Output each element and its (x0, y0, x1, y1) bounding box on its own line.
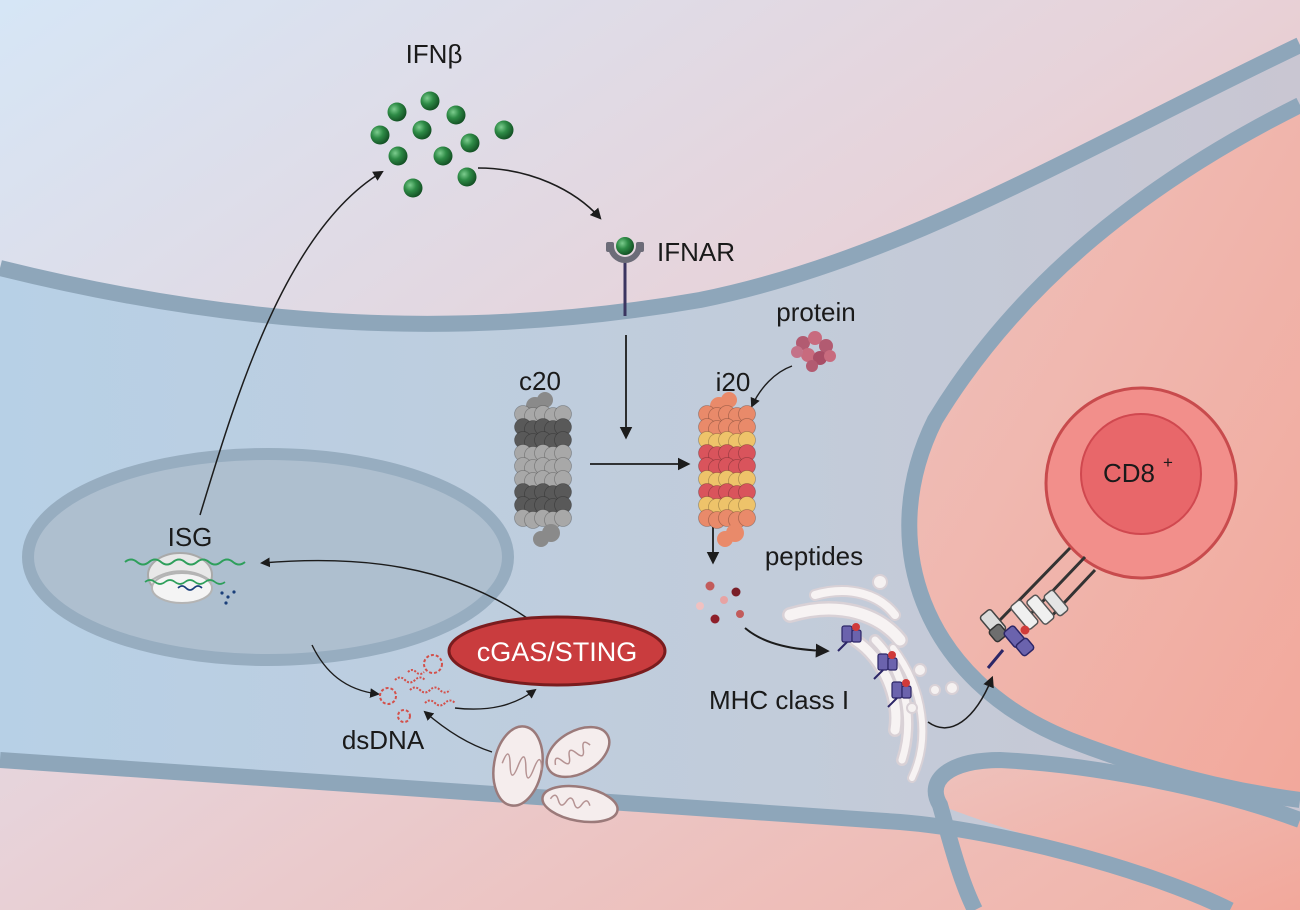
arrow-dsdna-to-sting (454, 688, 537, 710)
plasma-membrane-top (0, 37, 1300, 332)
cd8-superscript: + (1163, 453, 1173, 472)
peptide-dots (696, 581, 744, 624)
mitochondria-icon (492, 725, 619, 824)
i20-label: i20 (716, 367, 751, 397)
dsdna-label: dsDNA (342, 725, 425, 755)
arrow-mhc-to-surface (927, 675, 994, 729)
plasma-membrane-neighbour (927, 751, 1300, 914)
plasma-membrane-bottom (0, 752, 1234, 915)
ifnb-ball-icon (460, 133, 480, 153)
ifnb-ball-icon (446, 105, 466, 125)
arrow-protein-to-i20 (750, 365, 793, 408)
protein-label: protein (776, 297, 856, 327)
proteasome-c20-icon (514, 392, 572, 547)
mhc-class-i-label: MHC class I (709, 685, 849, 715)
cd8-t-cell: CD8 + (1044, 386, 1238, 580)
ifnar-receptor-icon (606, 237, 644, 316)
nucleus (22, 448, 514, 666)
plasma-membrane-right (901, 97, 1300, 808)
c20-label: c20 (519, 366, 561, 396)
mhc-class-i-molecules (837, 623, 912, 708)
ifnb-ball-icon (388, 146, 408, 166)
ifnar-label: IFNAR (657, 237, 735, 267)
ifnb-label: IFNβ (406, 39, 463, 69)
ifnb-ball-icon (412, 120, 432, 140)
ifnb-ball-cluster (370, 91, 514, 198)
arrow-ifnb-to-ifnar (477, 167, 602, 220)
arrow-peptides-to-mhc (744, 627, 830, 658)
ribosome-mrna-icon (124, 552, 246, 605)
immunoproteasome-i20-icon (698, 392, 756, 547)
arrow-sting-to-isg (260, 557, 528, 619)
arrow-isg-to-ifnb (199, 170, 384, 516)
arrow-mito-to-dsdna (423, 710, 493, 753)
ifnb-ball-icon (370, 125, 390, 145)
cgas-sting-label: cGAS/STING (477, 637, 638, 667)
isg-label: ISG (168, 522, 213, 552)
cgas-sting-oval: cGAS/STING (447, 615, 667, 687)
protein-blob-icon (791, 331, 836, 372)
arrow-nucleus-to-dsdna (311, 644, 380, 698)
cell-cytoplasm (0, 45, 1300, 910)
ifnb-ball-icon (387, 102, 407, 122)
ifnb-ball-icon (433, 146, 453, 166)
dsdna-fragments-icon (379, 654, 456, 723)
ifnb-ball-icon (494, 120, 514, 140)
ifnb-ball-icon (420, 91, 440, 111)
tcr-complex-icon (979, 546, 1097, 669)
ifnb-ball-icon (457, 167, 477, 187)
cd8-label: CD8 (1103, 458, 1155, 488)
peptides-label: peptides (765, 541, 863, 571)
ifnb-ball-icon (403, 178, 423, 198)
